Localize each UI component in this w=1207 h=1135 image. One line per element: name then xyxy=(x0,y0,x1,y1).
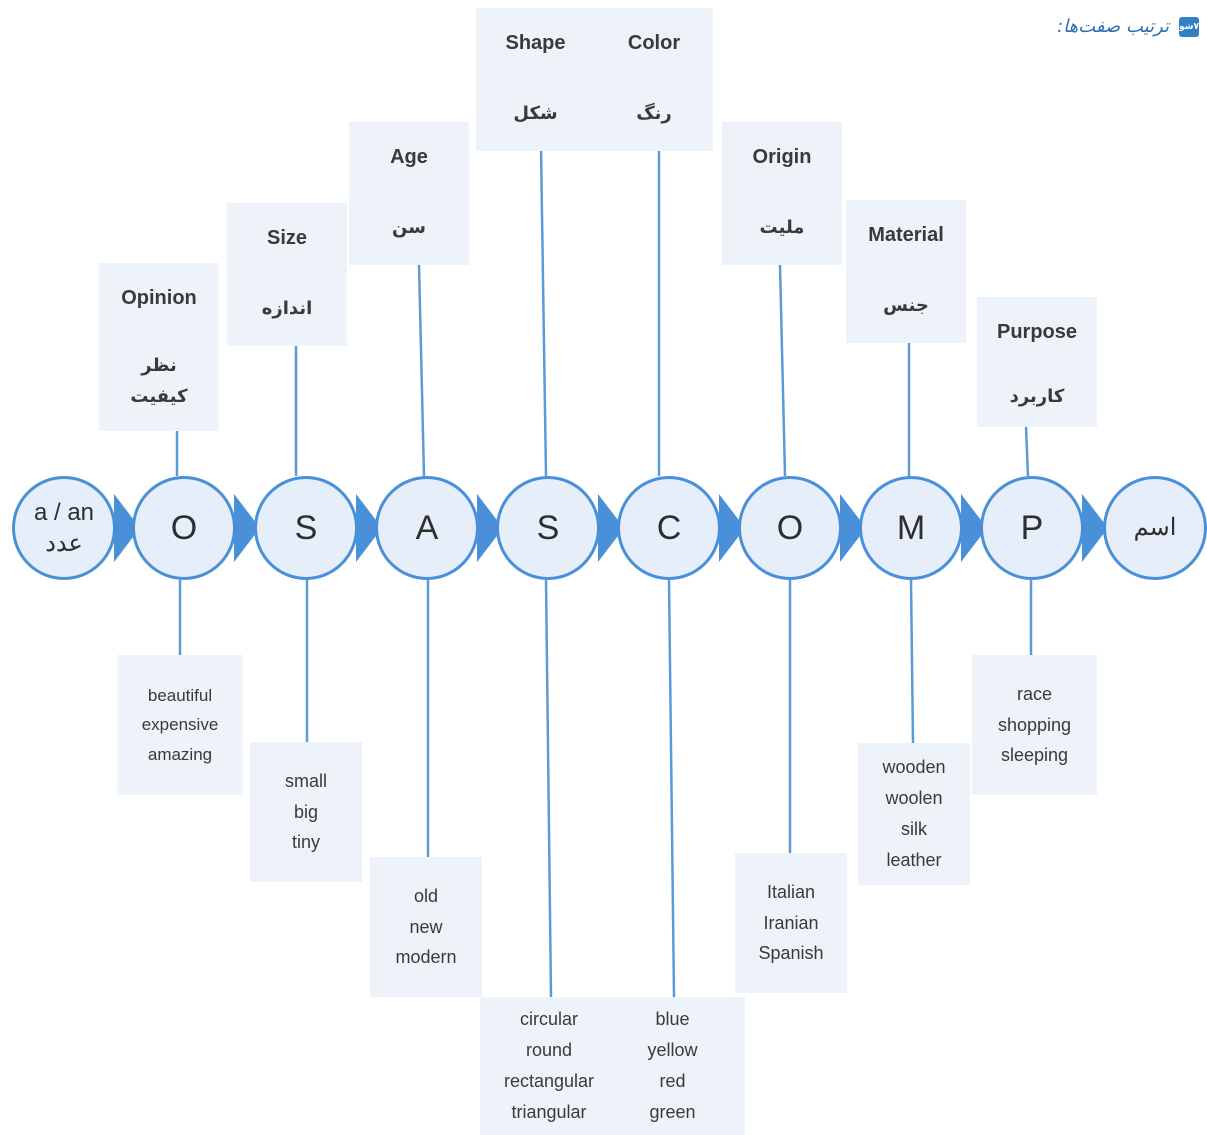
category-english-label: Shape xyxy=(476,8,595,78)
category-letter-circle: O xyxy=(132,476,236,580)
category-examples: wooden woolen silk leather xyxy=(858,743,970,885)
category-letter-circle: P xyxy=(980,476,1084,580)
site-logo: ۷شو xyxy=(1179,16,1199,37)
category-examples: beautiful expensive amazing xyxy=(117,655,243,795)
category-examples: Italian Iranian Spanish xyxy=(735,853,847,993)
arrow-pointer xyxy=(477,494,503,562)
connector-line-down xyxy=(667,579,676,998)
page-title: ترتیب صفت‌ها: xyxy=(1057,16,1169,37)
category-english-label: Size xyxy=(227,203,347,273)
category-persian-label: نظر کیفیت xyxy=(99,333,219,431)
arrow-pointer xyxy=(356,494,382,562)
category-examples: blue yellow red green xyxy=(600,997,745,1135)
category-letter-circle: S xyxy=(496,476,600,580)
connector-line-up xyxy=(778,264,787,477)
category-persian-label: کاربرد xyxy=(977,367,1097,427)
category-examples: race shopping sleeping xyxy=(972,655,1097,795)
category-english-label: Material xyxy=(846,200,966,270)
start-circle-article: a / an عدد xyxy=(12,476,116,580)
connector-line-down xyxy=(544,579,553,998)
category-english-label: Color xyxy=(595,8,713,78)
arrow-pointer xyxy=(961,494,987,562)
arrow-pointer xyxy=(1082,494,1108,562)
category-persian-label: اندازه xyxy=(227,273,347,346)
category-letter-circle: S xyxy=(254,476,358,580)
category-examples: small big tiny xyxy=(250,742,362,882)
arrow-pointer xyxy=(114,494,140,562)
category-letter-circle: O xyxy=(738,476,842,580)
arrow-pointer xyxy=(840,494,866,562)
category-letter-circle: A xyxy=(375,476,479,580)
category-persian-label: جنس xyxy=(846,270,966,343)
category-persian-label: شکل xyxy=(476,78,595,151)
category-english-label: Opinion xyxy=(99,263,219,333)
header: ۷شو ترتیب صفت‌ها: xyxy=(1057,16,1199,37)
connector-line-up xyxy=(1024,426,1030,477)
end-circle-noun: اسم xyxy=(1103,476,1207,580)
connector-line-up xyxy=(417,264,426,477)
connector-line-up xyxy=(539,147,548,477)
arrow-pointer xyxy=(234,494,260,562)
category-english-label: Purpose xyxy=(977,297,1097,367)
category-persian-label: ملیت xyxy=(722,192,842,265)
category-examples: old new modern xyxy=(370,857,482,997)
category-examples: circular round rectangular triangular xyxy=(480,997,618,1135)
category-letter-circle: C xyxy=(617,476,721,580)
arrow-pointer xyxy=(719,494,745,562)
category-persian-label: سن xyxy=(349,192,469,265)
category-english-label: Origin xyxy=(722,122,842,192)
category-english-label: Age xyxy=(349,122,469,192)
connector-line-down xyxy=(909,579,915,744)
category-letter-circle: M xyxy=(859,476,963,580)
arrow-pointer xyxy=(598,494,624,562)
category-persian-label: رنگ xyxy=(595,78,713,151)
